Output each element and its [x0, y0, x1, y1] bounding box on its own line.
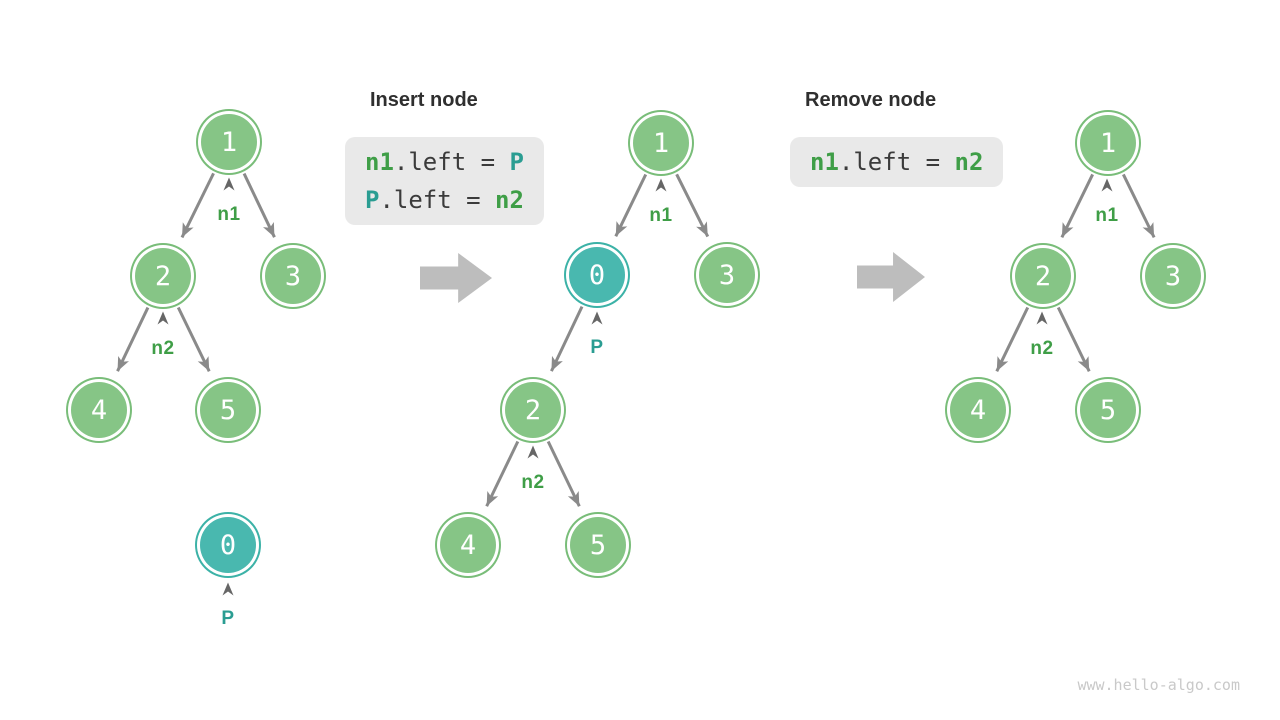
pointer-label-n1: n1: [1095, 205, 1119, 226]
tree-node-value: 2: [154, 260, 172, 292]
pointer-caret-icon: [157, 311, 169, 325]
tree-node-value: 4: [90, 394, 108, 426]
tree-node-1: 1: [633, 115, 689, 171]
tree-node-value: 1: [220, 126, 238, 158]
tree-edge: [995, 306, 1030, 372]
tree-edge: [485, 440, 520, 507]
code-segment: n2: [495, 186, 524, 214]
code-line: P.left = n2: [365, 181, 524, 219]
tree-node-value: 1: [1099, 127, 1117, 159]
flow-arrow-icon: [420, 253, 492, 303]
tree-node-1: 1: [1080, 115, 1136, 171]
tree-node-value: 3: [718, 259, 736, 291]
tree-node-5: 5: [570, 517, 626, 573]
tree-node-5: 5: [200, 382, 256, 438]
tree-node-value: 5: [219, 394, 237, 426]
tree-node-value: 1: [652, 127, 670, 159]
code-segment: .left =: [379, 186, 496, 214]
pointer-caret-icon: [223, 177, 235, 191]
code-line: n1.left = P: [365, 143, 524, 181]
tree-node-5: 5: [1080, 382, 1136, 438]
tree-node-4: 4: [440, 517, 496, 573]
tree-node-3: 3: [699, 247, 755, 303]
tree-edge: [1056, 306, 1091, 372]
flow-arrows: [420, 252, 925, 303]
tree-node-value: 3: [284, 260, 302, 292]
tree-edge: [242, 172, 276, 238]
tree-node-3: 3: [1145, 248, 1201, 304]
tree-edge: [1122, 173, 1156, 239]
watermark: www.hello-algo.com: [1077, 676, 1240, 694]
tree-edge: [675, 173, 710, 238]
tree-edge: [614, 173, 648, 237]
pointer-carets: [157, 177, 1113, 596]
pointer-caret-icon: [527, 445, 539, 459]
tree-node-2: 2: [135, 248, 191, 304]
code-segment: .left =: [838, 148, 955, 176]
tree-node-value: 0: [219, 529, 237, 561]
flow-arrow-icon: [857, 252, 925, 302]
pointer-caret-icon: [1101, 178, 1113, 192]
tree-edge: [176, 306, 211, 372]
code-segment: n1: [810, 148, 839, 176]
tree-edge: [550, 305, 584, 372]
code-segment: n2: [954, 148, 984, 176]
tree-edges: [116, 172, 1156, 507]
tree-node-0: 0: [569, 247, 625, 303]
tree-node-2: 2: [1015, 248, 1071, 304]
pointer-caret-icon: [655, 178, 667, 192]
tree-node-4: 4: [950, 382, 1006, 438]
tree-edge: [116, 306, 150, 372]
code-segment: .left =: [393, 148, 510, 176]
code-segment: P: [509, 148, 524, 176]
remove-node-title: Remove node: [805, 89, 937, 111]
pointer-label-n1: n1: [649, 205, 673, 226]
tree-edge: [180, 172, 215, 239]
tree-node-0: 0: [200, 517, 256, 573]
tree-edge: [546, 440, 581, 507]
pointer-label-n1: n1: [217, 204, 241, 225]
tree-node-3: 3: [265, 248, 321, 304]
insert-node-title: Insert node: [370, 89, 478, 111]
tree-node-value: 5: [1099, 394, 1117, 426]
tree-edge: [1060, 173, 1094, 239]
tree-node-value: 2: [524, 394, 542, 426]
pointer-label-n2: n2: [521, 472, 545, 493]
pointer-caret-icon: [591, 311, 603, 325]
tree-node-value: 0: [588, 259, 606, 291]
tree-node-4: 4: [71, 382, 127, 438]
code-line: n1.left = n2: [810, 143, 983, 181]
tree-node-value: 4: [969, 394, 987, 426]
code-segment: P: [365, 186, 380, 214]
tree-node-value: 3: [1164, 260, 1182, 292]
tree-node-value: 4: [459, 529, 477, 561]
tree-node-value: 2: [1034, 260, 1052, 292]
pointer-label-n2: n2: [1030, 338, 1054, 359]
pointer-caret-icon: [1036, 311, 1048, 325]
remove-code-block: n1.left = n2: [790, 137, 1004, 187]
tree-node-1: 1: [201, 114, 257, 170]
pointer-label-n2: n2: [151, 338, 175, 359]
tree-node-value: 5: [589, 529, 607, 561]
tree-node-2: 2: [505, 382, 561, 438]
pointer-label-P: P: [590, 337, 604, 358]
pointer-label-P: P: [221, 608, 235, 629]
code-segment: n1: [365, 148, 394, 176]
pointer-caret-icon: [222, 582, 234, 596]
